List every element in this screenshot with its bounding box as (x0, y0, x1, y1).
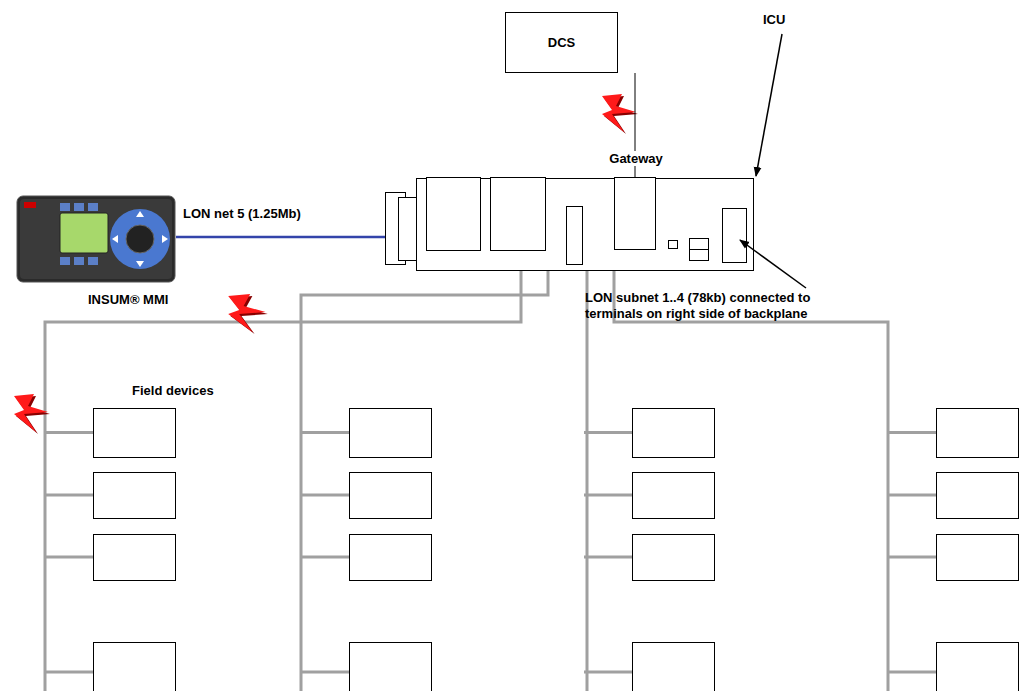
device-stub (45, 556, 93, 559)
subnet-leader (740, 240, 806, 288)
device-stub (888, 556, 936, 559)
device-stub (888, 494, 936, 497)
field-device (350, 535, 432, 581)
field-device (350, 473, 432, 519)
mmi-panel: INSUM® MMI (16, 195, 176, 283)
field-device (937, 643, 1019, 691)
fault-symbols (14, 94, 638, 434)
device-stub (584, 556, 632, 559)
field-device (633, 643, 715, 691)
field-device (94, 473, 176, 519)
field-device (350, 643, 432, 691)
field-device (633, 409, 715, 458)
device-stub (301, 671, 349, 674)
device-stub (584, 494, 632, 497)
device-stub (301, 494, 349, 497)
subnet-note: LON subnet 1..4 (78kb) connected to term… (585, 290, 865, 322)
lon-net-line (176, 236, 386, 239)
device-stub (45, 431, 93, 434)
field-device (633, 535, 715, 581)
device-stub (584, 431, 632, 434)
network-label: LON net 5 (1.25Mb) (183, 206, 301, 222)
device-stub (45, 671, 93, 674)
icu-rack (386, 178, 754, 271)
group-label: Field devices (132, 383, 214, 399)
icu-label: ICU (763, 12, 785, 28)
device-stub (584, 671, 632, 674)
device-stub (301, 556, 349, 559)
dcs-box: DCS (505, 12, 618, 73)
device-stub (45, 494, 93, 497)
gateway-module: Gateway (614, 177, 656, 250)
field-device (94, 409, 176, 458)
device-stub (301, 431, 349, 434)
field-devices (45, 409, 1019, 691)
icu-leader (756, 34, 782, 176)
device-stub (888, 671, 936, 674)
field-device (350, 409, 432, 458)
field-device (633, 473, 715, 519)
subnet-wires (45, 270, 888, 691)
field-device (937, 473, 1019, 519)
field-device (94, 535, 176, 581)
node-label: Gateway (607, 151, 664, 166)
field-device (94, 643, 176, 691)
field-device (937, 535, 1019, 581)
device-stub (888, 431, 936, 434)
mmi-illustration (16, 195, 176, 283)
field-device (937, 409, 1019, 458)
node-label: INSUM® MMI (88, 292, 168, 307)
node-label: DCS (548, 35, 575, 50)
